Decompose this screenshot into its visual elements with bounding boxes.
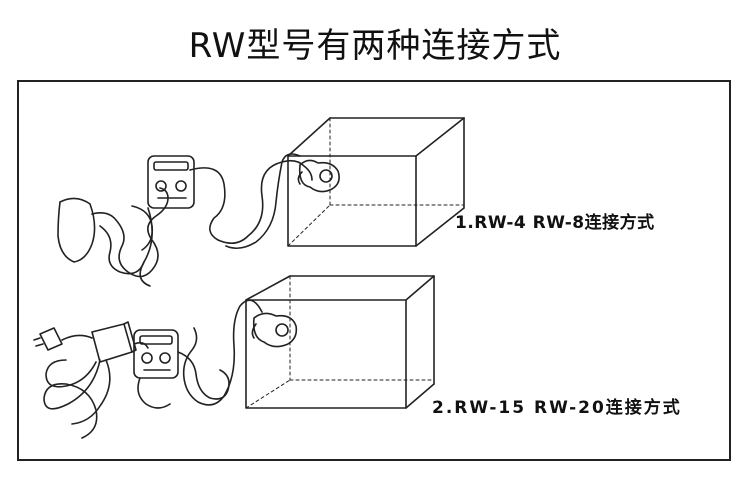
controller-box-2: [133, 329, 179, 379]
pump-cable-2: [182, 299, 263, 406]
pump-cable-1: [189, 159, 313, 244]
method-2-caption: 2.RW-15 RW-20连接方式: [432, 398, 682, 418]
controller-box-1: [147, 155, 195, 209]
diagram-frame: [17, 80, 731, 461]
wave-pump-icon-2: [251, 312, 298, 348]
aquarium-tank-1: [287, 117, 465, 247]
power-plug-icon: [39, 327, 63, 351]
aquarium-tank-2: [245, 275, 435, 409]
power-adapter-2: [33, 321, 230, 439]
page-title: RW型号有两种连接方式: [188, 26, 562, 66]
power-adapter-1: [57, 187, 169, 287]
wave-pump-icon-1: [297, 159, 340, 193]
method-1-caption: 1.RW-4 RW-8连接方式: [455, 213, 655, 233]
